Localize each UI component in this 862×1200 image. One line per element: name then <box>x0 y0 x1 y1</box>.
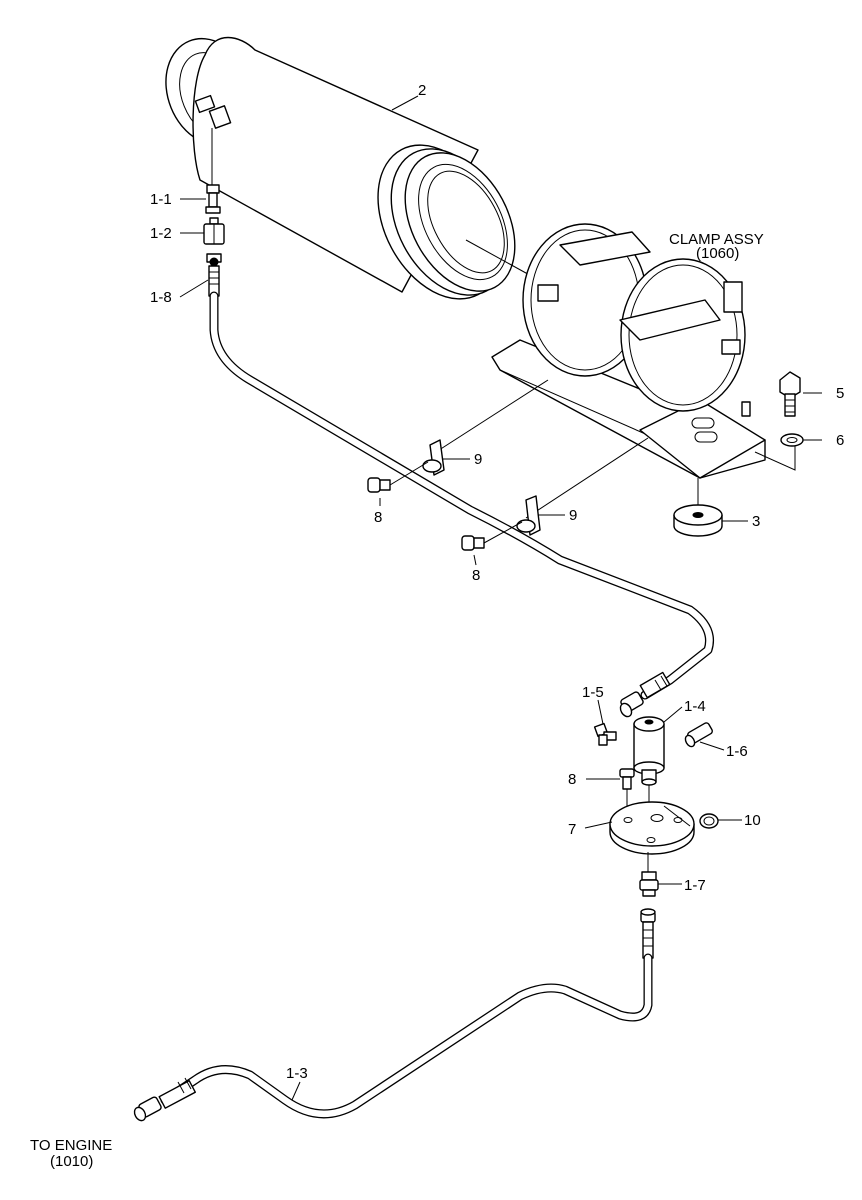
label-part-1-6: 1-6 <box>726 743 748 760</box>
mounting-plate-7 <box>609 801 695 855</box>
rubber-pad-3 <box>673 478 723 537</box>
fitting-1-1 <box>205 184 221 214</box>
elbow-1-5 <box>593 722 617 746</box>
hose-clip-9b <box>516 495 541 536</box>
label-part-8-regulator: 8 <box>568 771 576 788</box>
filter-1-4 <box>633 716 665 812</box>
lpg-tank <box>165 36 536 300</box>
washer-6 <box>780 433 804 447</box>
plug-1-6 <box>684 722 713 748</box>
label-part-6: 6 <box>836 432 844 449</box>
label-clamp-assy-ref: (1060) <box>696 245 739 262</box>
label-part-1-1: 1-1 <box>150 191 172 208</box>
hose-1-3 <box>133 908 656 1122</box>
label-part-8-upper: 8 <box>374 509 382 526</box>
fitting-1-7 <box>639 852 659 897</box>
hose-end-1-8 <box>206 253 222 297</box>
bolt-8b <box>461 521 523 551</box>
label-clamp-assy: CLAMP ASSY <box>669 231 764 248</box>
leader-lines <box>179 95 822 1101</box>
label-part-7: 7 <box>568 821 576 838</box>
label-part-1-5: 1-5 <box>582 684 604 701</box>
label-to-engine: TO ENGINE <box>30 1137 112 1154</box>
label-part-1-3: 1-3 <box>286 1065 308 1082</box>
label-part-1-2: 1-2 <box>150 225 172 242</box>
fitting-1-2 <box>203 217 225 245</box>
label-part-9-upper: 9 <box>474 451 482 468</box>
label-part-5: 5 <box>836 385 844 402</box>
hose-1-8 <box>209 291 714 718</box>
part-labels: 2 1-1 1-2 1-8 CLAMP ASSY (1060) 5 6 9 8 … <box>30 82 844 1170</box>
hose-clip-9a <box>422 439 445 476</box>
label-part-1-4: 1-4 <box>684 698 706 715</box>
label-part-3: 3 <box>752 513 760 530</box>
label-part-1-7: 1-7 <box>684 877 706 894</box>
label-to-engine-ref: (1010) <box>50 1153 93 1170</box>
label-part-8-lower: 8 <box>472 567 480 584</box>
o-ring-10 <box>699 813 719 829</box>
label-part-2: 2 <box>418 82 426 99</box>
clamp-assy <box>435 223 796 519</box>
bolt-5 <box>779 371 801 417</box>
bolt-8a <box>367 461 429 493</box>
label-part-9-lower: 9 <box>569 507 577 524</box>
label-part-1-8: 1-8 <box>150 289 172 306</box>
label-part-10: 10 <box>744 812 761 829</box>
